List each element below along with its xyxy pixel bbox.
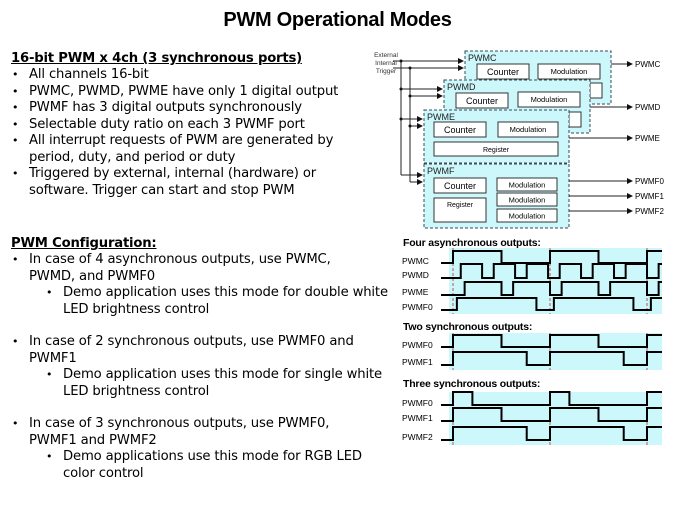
waveform-pwmf0: [441, 391, 662, 406]
trigger-label-line: Internal: [375, 60, 397, 67]
feature-item: All channels 16-bit: [11, 67, 391, 84]
feature-item: Triggered by external, internal (hardwar…: [11, 166, 359, 199]
pwme-block: PWME Counter Modulation Register: [423, 109, 570, 164]
register-label: Register: [483, 147, 510, 154]
modulation-label: Modulation: [531, 95, 568, 104]
output-label: PWMD: [635, 103, 661, 112]
waveform-pwmf0: [441, 297, 662, 311]
feature-list: All channels 16-bit PWMC, PWMD, PWME hav…: [11, 67, 391, 199]
signal-label: PWMF0: [402, 340, 433, 350]
waveform-pwmf0: [441, 334, 662, 348]
modulation-label: Modulation: [510, 125, 547, 134]
waveform-pwmf1: [441, 407, 662, 422]
output-label: PWMF0: [635, 177, 664, 186]
configuration-list: In case of 4 asynchronous outputs, use P…: [11, 252, 391, 482]
section-heading-configuration: PWM Configuration:: [11, 236, 157, 251]
config-item: In case of 2 synchronous outputs, use PW…: [11, 334, 391, 367]
counter-label: Counter: [444, 181, 476, 191]
signal-label: PWMD: [402, 270, 429, 280]
block-name: PWME: [427, 112, 455, 122]
modulation-label: Modulation: [509, 212, 546, 221]
feature-item: Selectable duty ratio on each 3 PWMF por…: [11, 117, 391, 134]
signal-label: PWME: [402, 287, 429, 297]
timing-background: [449, 392, 662, 445]
feature-item: PWMF has 3 digital outputs synchronously: [11, 100, 391, 117]
counter-label: Counter: [444, 125, 476, 135]
timing-title: Three synchronous outputs:: [403, 378, 541, 390]
waveform-pwmf1: [441, 351, 662, 366]
signal-label: PWMF1: [402, 357, 433, 367]
config-subitem: Demo applications use this mode for RGB …: [11, 449, 393, 482]
block-name: PWMF: [427, 166, 455, 176]
waveform-pwmd: [441, 263, 662, 279]
signal-label: PWMF0: [402, 302, 433, 312]
output-label: PWME: [635, 134, 660, 143]
timing-title: Two synchronous outputs:: [403, 321, 533, 333]
slide-title: PWM Operational Modes: [223, 9, 452, 31]
waveform-pwme: [441, 281, 662, 296]
feature-item: All interrupt requests of PWM are genera…: [11, 133, 374, 166]
timing-title: Four asynchronous outputs:: [403, 237, 541, 249]
signal-label: PWMF2: [402, 432, 433, 442]
trigger-label-line: Trigger: [376, 68, 397, 75]
block-name: PWMD: [447, 82, 476, 92]
signal-label: PWMF1: [402, 413, 433, 423]
output-label: PWMC: [635, 60, 661, 69]
output-label: PWMF1: [635, 192, 664, 201]
modulation-label: Modulation: [509, 181, 546, 190]
waveform-pwmf2: [441, 426, 662, 441]
config-subitem: Demo application uses this mode for doub…: [11, 285, 393, 318]
output-arrows: [569, 61, 633, 214]
modulation-label: Modulation: [509, 196, 546, 205]
block-name: PWMC: [468, 53, 497, 63]
trigger-label-line: External: [374, 52, 398, 59]
output-label: PWMF2: [635, 207, 664, 216]
counter-label: Counter: [466, 96, 498, 106]
counter-label: Counter: [487, 67, 519, 77]
pwmf-block: PWMF Counter Register Modulation Modulat…: [423, 163, 570, 229]
config-item: In case of 4 asynchronous outputs, use P…: [11, 252, 354, 285]
section-heading-features: 16-bit PWM x 4ch (3 synchronous ports): [11, 51, 302, 66]
waveform-pwmc: [441, 250, 662, 264]
signal-label: PWMF0: [402, 398, 433, 408]
feature-item: PWMC, PWMD, PWME have only 1 digital out…: [11, 84, 391, 101]
signal-label: PWMC: [402, 256, 429, 266]
config-item: In case of 3 synchronous outputs, use PW…: [11, 416, 374, 449]
register-label: Register: [447, 202, 474, 209]
config-subitem: Demo application uses this mode for sing…: [11, 367, 393, 400]
modulation-label: Modulation: [551, 67, 588, 76]
